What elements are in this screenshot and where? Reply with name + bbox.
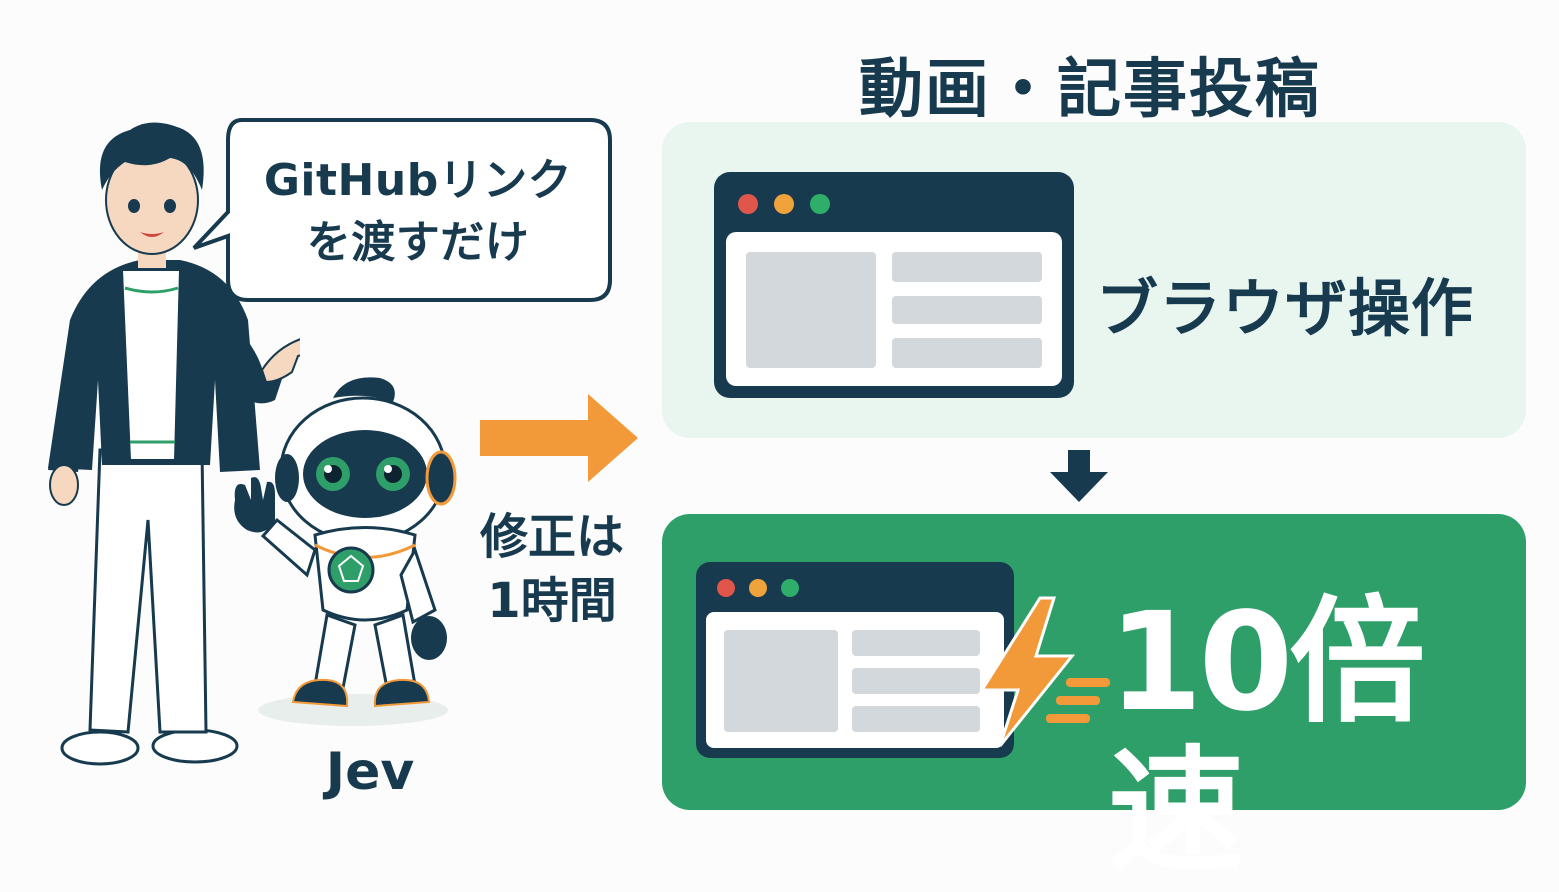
bubble-line-1: GitHubリンク [263,155,573,206]
browser-window-fast-icon [696,562,1014,758]
note-line-1: 修正は [479,509,624,565]
page-title: 動画・記事投稿 [859,53,1321,127]
robot-illustration [234,377,457,726]
bubble-line-2: を渡すだけ [306,217,530,268]
time-note: 修正は 1時間 [452,505,652,633]
result-step-label: 10倍速 [1108,584,1425,892]
robot-name: Jev [325,742,415,802]
note-line-2: 1時間 [487,573,617,629]
arrow-right-icon [480,394,638,482]
browser-step-label: ブラウザ操作 [1096,272,1475,345]
arrow-down-icon [1050,450,1108,502]
speech-bubble-text: GitHubリンク を渡すだけ [228,150,608,274]
speech-bubble [192,118,612,302]
person-illustration [48,122,300,766]
browser-window-icon [714,172,1074,398]
lightning-icon [979,596,1110,747]
